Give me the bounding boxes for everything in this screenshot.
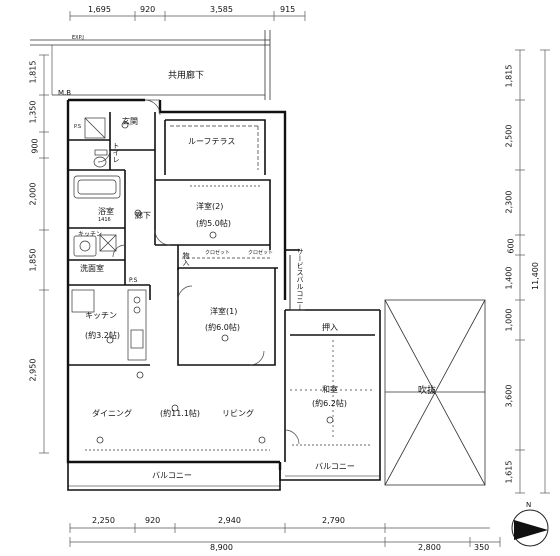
- dim-left-5: 1,850: [28, 248, 38, 272]
- kitchen-size-label: (約3.2帖): [85, 331, 120, 340]
- balcony-outline: [67, 310, 381, 491]
- service-balcony-label: サービスバルコニー: [296, 248, 304, 311]
- dim-right-5: 1,400: [504, 266, 514, 290]
- kitchen-label: キッチン: [85, 311, 117, 320]
- dining-label: ダイニング: [92, 409, 132, 418]
- dim-bottom1-1: 2,250: [92, 516, 115, 525]
- dim-top-4: 915: [280, 5, 296, 14]
- interior-walls: [68, 112, 380, 462]
- dim-bottom1-4: 2,790: [322, 516, 345, 525]
- dim-right-8: 1,615: [504, 460, 514, 484]
- top-structure: [30, 30, 271, 100]
- dim-bottom1-2: 920: [145, 516, 161, 525]
- washitsu-label: 和室: [322, 385, 338, 394]
- dimension-lines: [39, 11, 550, 547]
- dim-right-1: 1,815: [504, 64, 514, 88]
- ceiling-lights: [96, 121, 334, 444]
- wash-label: 洗面室: [80, 264, 104, 273]
- dim-bottom2-3: 350: [474, 543, 490, 552]
- dim-left-2: 1,350: [28, 100, 38, 124]
- balcony2-label: バルコニー: [315, 462, 355, 471]
- dim-right-2: 2,500: [504, 124, 514, 148]
- entrance-label: 玄関: [122, 117, 138, 126]
- storage-label: 物入: [182, 252, 190, 266]
- balcony1-label: バルコニー: [152, 471, 192, 480]
- dim-right-6: 1,000: [504, 308, 514, 332]
- kitchen-top-label: キッチン: [78, 231, 103, 238]
- ps2-label: P.S: [129, 277, 138, 284]
- bedroom1-label: 洋室(1): [210, 307, 238, 316]
- dim-left-3: 900: [30, 138, 40, 154]
- north-arrow-icon: [511, 509, 549, 547]
- living-label: リビング: [222, 409, 254, 418]
- dim-bottom1-3: 2,940: [218, 516, 241, 525]
- washitsu-size-label: (約6.2帖): [312, 399, 347, 408]
- mb-label: M.B: [58, 89, 72, 97]
- roof-terrace-label: ルーフテラス: [188, 137, 236, 146]
- fixtures: [71, 117, 375, 451]
- hallway-label: 廊下: [135, 211, 151, 220]
- closet1-label: クロゼット: [205, 250, 231, 256]
- dim-bottom2-1: 8,900: [210, 543, 233, 552]
- ps1-label: P.S: [74, 124, 81, 130]
- exp-label: EXP.J: [72, 35, 84, 41]
- dim-left-1: 1,815: [28, 60, 38, 84]
- dim-right-4: 600: [506, 238, 516, 254]
- dim-left-6: 2,950: [28, 358, 38, 382]
- north-label: N: [526, 501, 532, 509]
- bath-label: 浴室: [98, 207, 114, 216]
- dim-right-total: 11,400: [531, 262, 540, 290]
- bath-size-label: 1416: [98, 217, 111, 223]
- dim-right-7: 3,600: [504, 384, 514, 408]
- door-swings: [97, 99, 300, 445]
- closet2-label: クロゼット: [248, 250, 274, 256]
- dim-top-2: 920: [140, 5, 156, 14]
- dim-top-1: 1,695: [88, 5, 111, 14]
- oshiire-label: 押入: [322, 323, 338, 332]
- fukinuke-label: 吹抜: [418, 386, 437, 396]
- bedroom1-size-label: (約6.0帖): [205, 323, 240, 332]
- corridor-label: 共用廊下: [168, 71, 205, 81]
- dim-left-4: 2,000: [28, 182, 38, 206]
- ldk-size-label: (約11.1帖): [160, 409, 201, 418]
- bedroom2-label: 洋室(2): [196, 202, 224, 211]
- void-outline: [384, 299, 486, 486]
- toilet-label: トイレ: [112, 142, 120, 163]
- dim-top-3: 3,585: [210, 5, 233, 14]
- bedroom2-size-label: (約5.0帖): [196, 219, 231, 228]
- dim-right-3: 2,300: [504, 190, 514, 214]
- dim-bottom2-2: 2,800: [418, 543, 441, 552]
